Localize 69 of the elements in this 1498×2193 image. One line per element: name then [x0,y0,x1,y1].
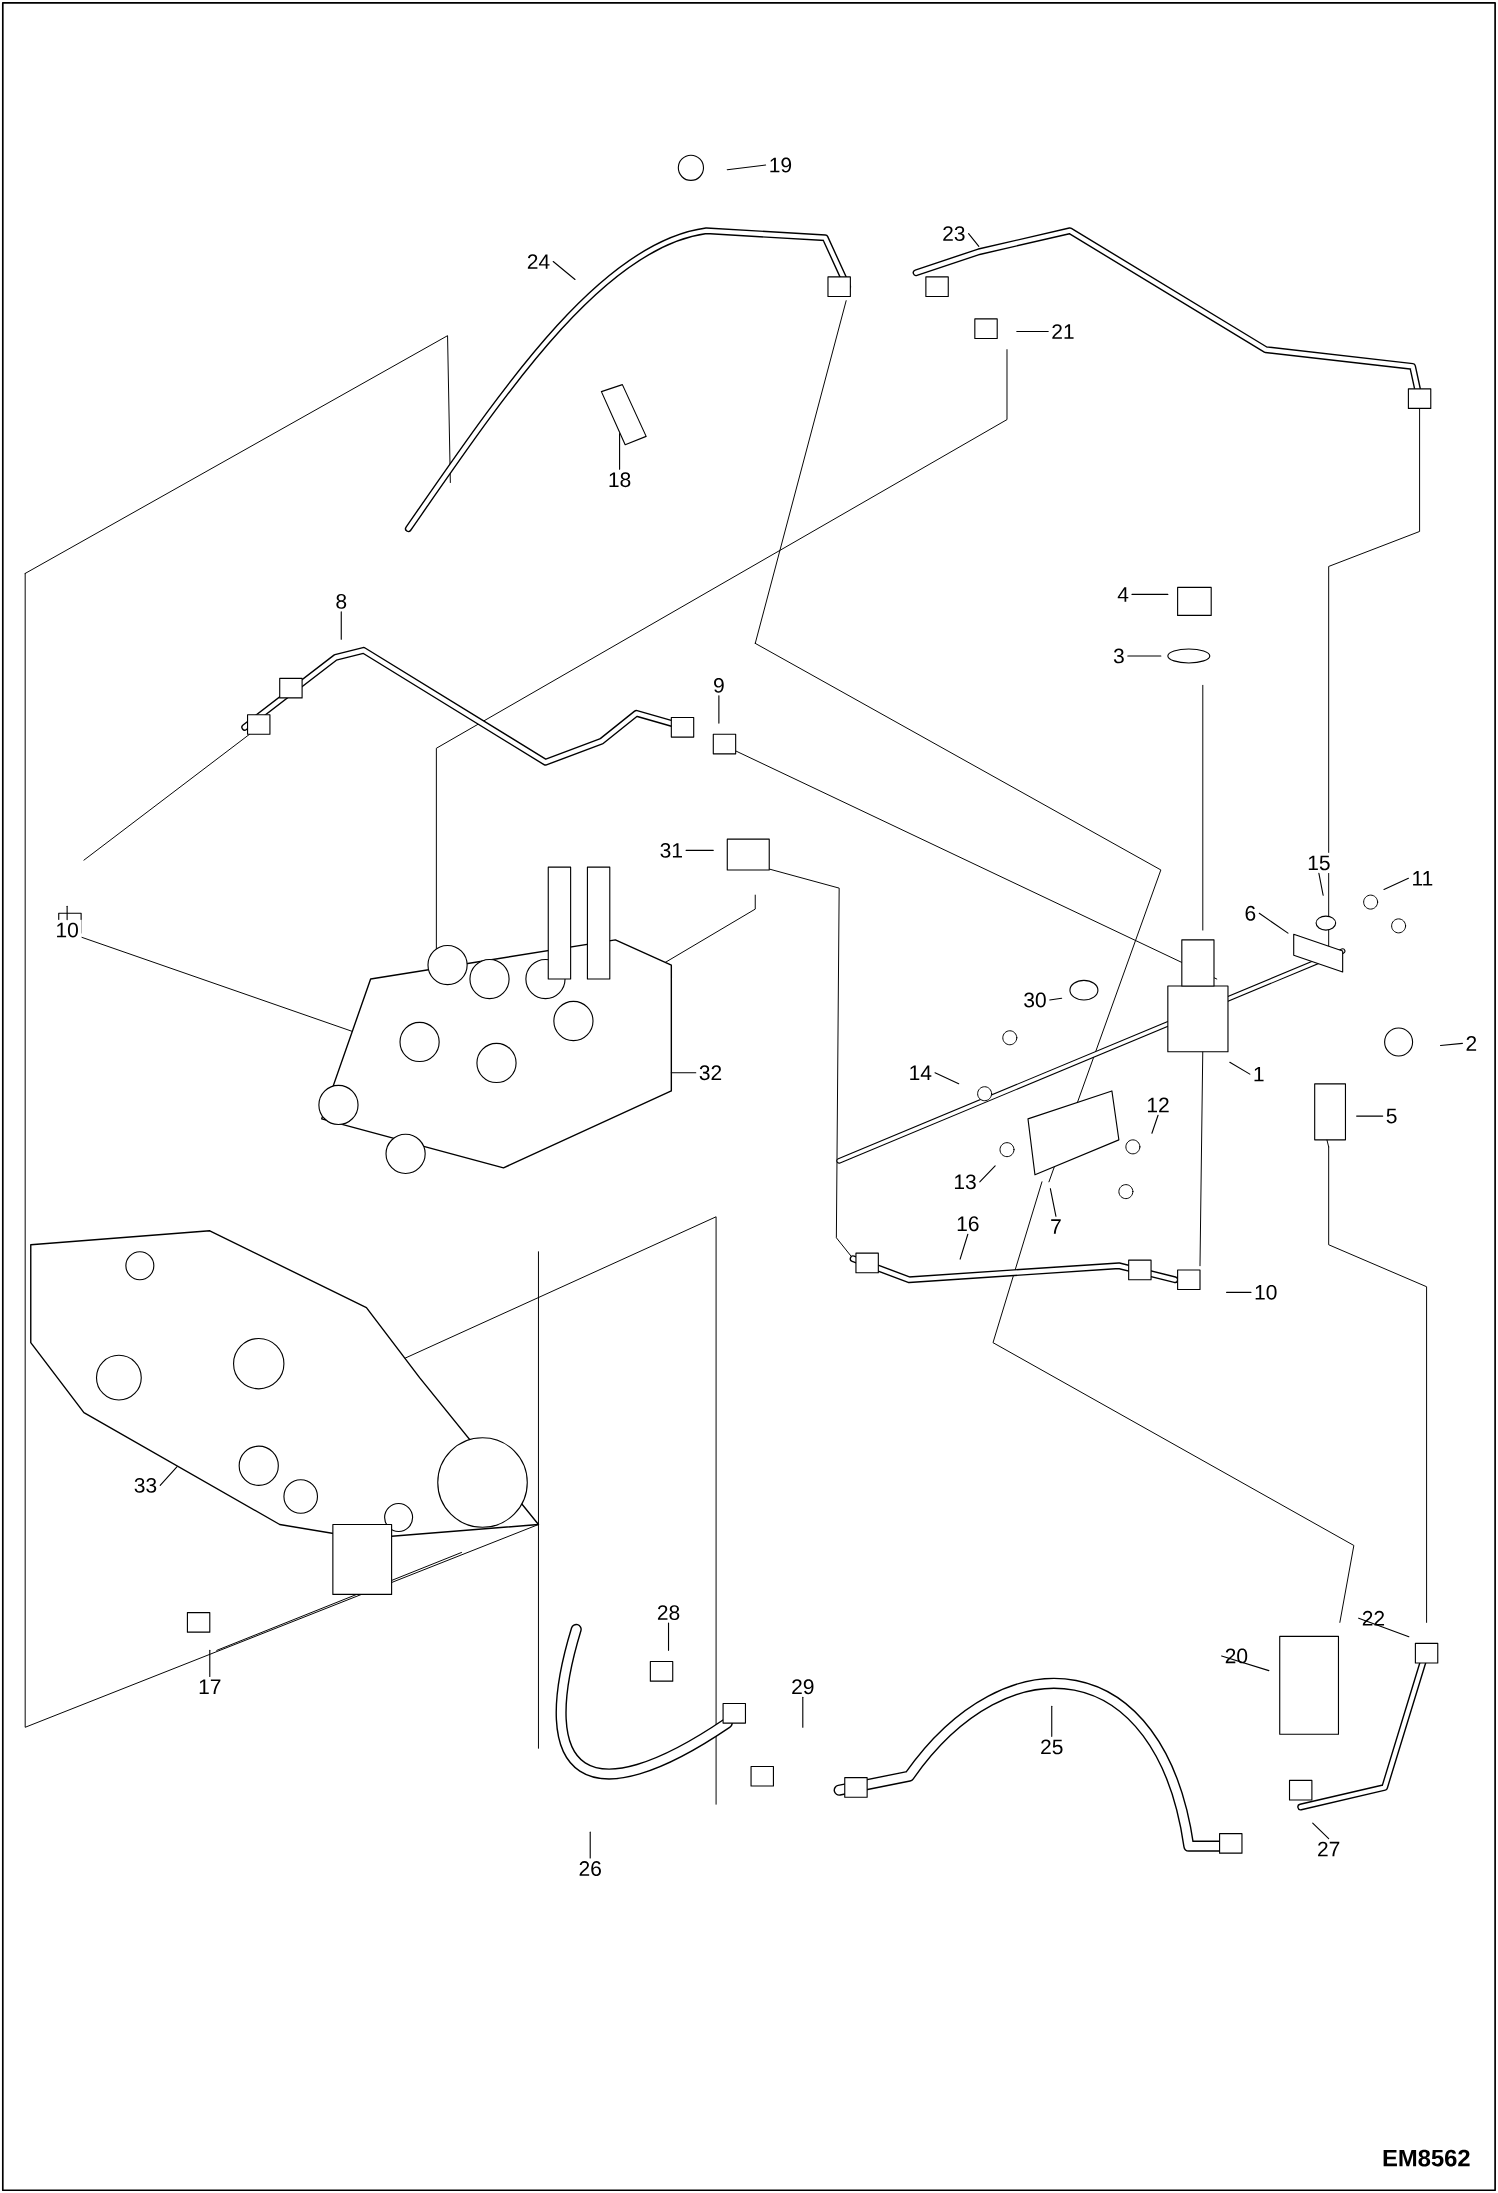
callout-number: 22 [1359,1608,1388,1629]
callout-number: 21 [1048,321,1078,342]
callout-number: 32 [696,1062,725,1083]
callout-number: 16 [953,1213,983,1234]
callout-number: 12 [1143,1094,1173,1115]
callout-number: 27 [1314,1838,1344,1860]
leader-line [209,1649,211,1677]
callout-number: 19 [766,154,795,176]
callout-number: 31 [656,840,686,861]
leader-line [159,1466,178,1486]
leader-line [1151,1114,1159,1134]
callout-number: 5 [1383,1106,1401,1127]
callout-number: 11 [1408,868,1437,889]
leader-line [668,1622,670,1651]
callout-number: 7 [1047,1216,1065,1237]
callout-number: 1 [1250,1064,1268,1085]
callout-number: 24 [524,251,553,272]
leader-line [979,1165,996,1183]
callout-number: 2 [1462,1033,1480,1054]
leader-line [1440,1042,1464,1047]
leader-line [718,695,720,724]
callout-number: 8 [332,591,350,612]
leader-line [1226,1291,1252,1293]
leader-line [670,1072,697,1074]
leader-line [959,1233,969,1260]
leader-line [685,849,714,851]
leader-line [619,433,621,470]
callout-number: 15 [1304,852,1334,874]
callout-number: 6 [1241,903,1260,924]
leader-line [1049,1188,1057,1217]
leader-line [1356,1115,1384,1117]
leader-line [1258,912,1289,934]
leader-line [726,164,767,171]
figure-code: EM8562 [1383,2149,1470,2167]
callout-number: 25 [1037,1736,1067,1758]
callout-number: 23 [939,223,969,244]
callout-number: 29 [788,1676,818,1697]
callout-number: 18 [605,469,635,490]
callout-number: 13 [950,1171,980,1193]
leader-line [552,261,576,281]
callout-number: 17 [195,1676,225,1697]
callout-number: 10 [1251,1282,1281,1303]
leader-line [1131,593,1169,595]
leader-line [589,1831,591,1859]
leader-line [1049,997,1063,1001]
leader-line [1051,1705,1053,1737]
leader-line [802,1696,804,1728]
callout-number: 20 [1221,1645,1251,1667]
callout-number: 3 [1110,645,1128,667]
callout-number: 9 [710,675,728,696]
leader-line [1312,1822,1330,1840]
callout-number: 28 [654,1602,684,1623]
leader-line [1016,330,1049,333]
leader-line [1229,1061,1251,1075]
leader-line [1383,877,1410,890]
callout-number: 4 [1114,584,1132,605]
leader-line [340,611,342,640]
callout-number: 30 [1020,989,1050,1011]
callout-number: 26 [575,1858,605,1879]
leader-line [1318,872,1324,896]
leader-line [934,1072,960,1085]
leader-line [968,233,980,247]
leader-line [1221,1655,1270,1672]
leader-line [1358,1617,1410,1638]
callout-number: 14 [905,1062,935,1083]
callout-number: 33 [131,1475,160,1496]
leader-line [1127,655,1162,657]
leader-line [66,905,68,921]
callout-number: 10 [52,919,82,941]
